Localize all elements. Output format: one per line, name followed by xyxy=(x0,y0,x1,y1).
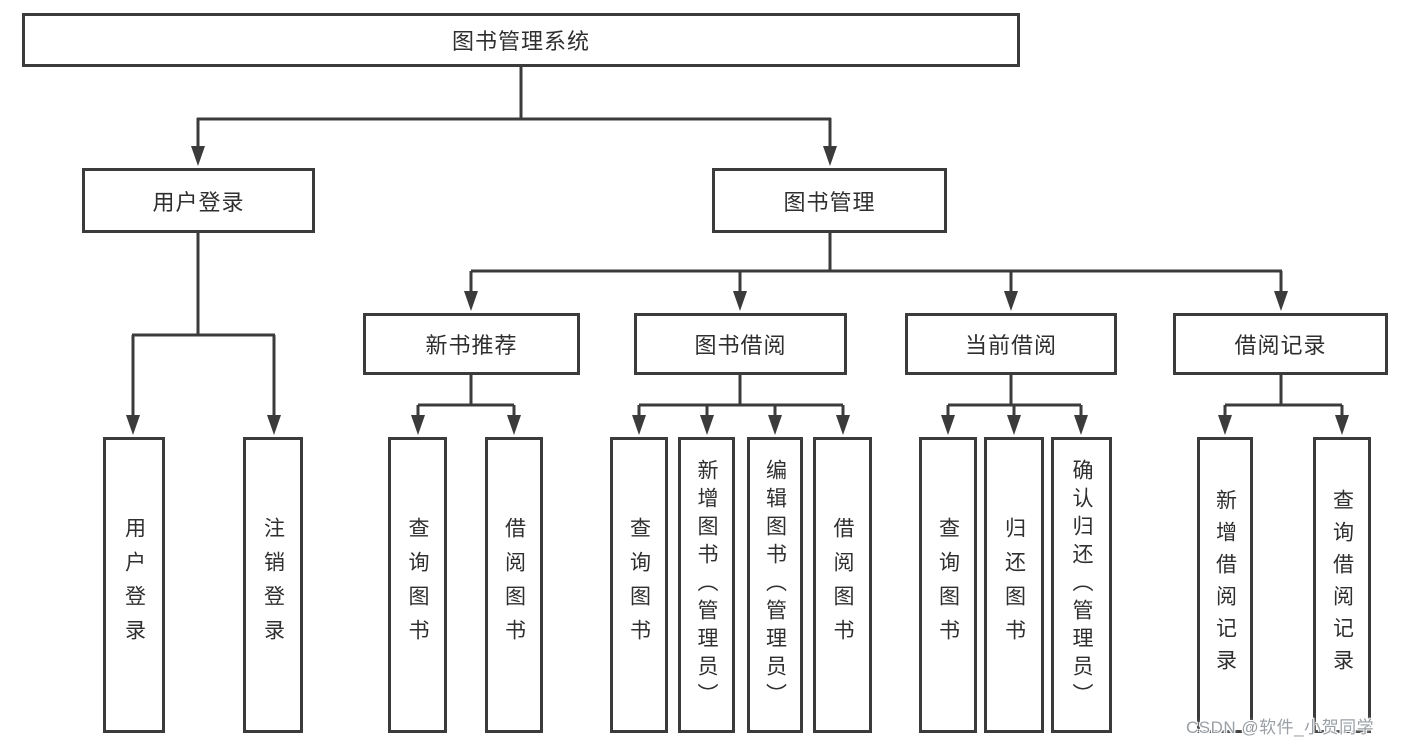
leaf-query-book-recommend: 查询图书 xyxy=(388,437,447,733)
node-book-borrow-label: 图书借阅 xyxy=(694,333,787,358)
leaf-confirm-return-admin-label: 确认归还（管理员） xyxy=(1070,459,1093,711)
leaf-query-book-borrow: 查询图书 xyxy=(610,437,668,733)
arrowhead xyxy=(768,415,782,435)
leaf-user-login: 用户登录 xyxy=(103,437,165,733)
arrowhead xyxy=(267,415,281,435)
leaf-add-book-admin-label: 新增图书（管理员） xyxy=(695,459,718,711)
node-book-borrow: 图书借阅 xyxy=(634,313,847,375)
node-root-label: 图书管理系统 xyxy=(451,29,590,54)
node-current-borrow: 当前借阅 xyxy=(905,313,1117,375)
node-user-login: 用户登录 xyxy=(82,168,315,233)
node-book-management-label: 图书管理 xyxy=(783,189,876,215)
arrowhead xyxy=(632,415,646,435)
leaf-borrow-book: 借阅图书 xyxy=(813,437,872,733)
arrowhead xyxy=(1004,291,1018,311)
arrowhead xyxy=(126,415,140,435)
node-book-management: 图书管理 xyxy=(712,168,947,233)
leaf-query-book-borrow-label: 查询图书 xyxy=(627,517,651,653)
arrowhead xyxy=(733,291,747,311)
arrowhead xyxy=(191,146,205,166)
connector-lines xyxy=(131,67,1344,418)
node-borrow-record: 借阅记录 xyxy=(1173,313,1388,375)
arrowhead xyxy=(941,415,955,435)
leaf-return-book-label: 归还图书 xyxy=(1002,517,1026,653)
arrowhead xyxy=(1007,415,1021,435)
leaf-add-borrow-record: 新增借阅记录 xyxy=(1197,437,1253,733)
arrowhead xyxy=(836,415,850,435)
node-user-login-label: 用户登录 xyxy=(152,189,245,215)
leaf-query-borrow-record: 查询借阅记录 xyxy=(1313,437,1371,733)
leaf-user-login-label: 用户登录 xyxy=(122,517,146,653)
node-borrow-record-label: 借阅记录 xyxy=(1234,333,1327,358)
leaf-confirm-return-admin: 确认归还（管理员） xyxy=(1051,437,1112,733)
node-new-book-recommend: 新书推荐 xyxy=(363,313,580,375)
leaf-logout-label: 注销登录 xyxy=(261,517,285,653)
leaf-query-borrow-record-label: 查询借阅记录 xyxy=(1330,489,1354,681)
node-root: 图书管理系统 xyxy=(22,13,1020,67)
arrowhead xyxy=(700,415,714,435)
node-current-borrow-label: 当前借阅 xyxy=(964,333,1057,358)
arrowhead xyxy=(1218,415,1232,435)
leaf-add-borrow-record-label: 新增借阅记录 xyxy=(1213,489,1237,681)
leaf-borrow-book-recommend: 借阅图书 xyxy=(485,437,543,733)
leaf-edit-book-admin-label: 编辑图书（管理员） xyxy=(763,459,787,711)
leaf-edit-book-admin: 编辑图书（管理员） xyxy=(747,437,803,733)
arrowhead xyxy=(411,415,425,435)
arrowhead xyxy=(1274,291,1288,311)
leaf-query-book-current-label: 查询图书 xyxy=(936,517,960,653)
leaf-query-book-recommend-label: 查询图书 xyxy=(406,517,429,653)
leaf-query-book-current: 查询图书 xyxy=(919,437,977,733)
arrowheads xyxy=(126,146,1349,435)
arrowhead xyxy=(464,291,478,311)
leaf-add-book-admin: 新增图书（管理员） xyxy=(678,437,735,733)
arrowhead xyxy=(823,146,837,166)
leaf-return-book: 归还图书 xyxy=(984,437,1044,733)
arrowhead xyxy=(1335,415,1349,435)
arrowhead xyxy=(1074,415,1088,435)
node-new-book-recommend-label: 新书推荐 xyxy=(425,333,518,358)
leaf-logout: 注销登录 xyxy=(243,437,303,733)
leaf-borrow-book-recommend-label: 借阅图书 xyxy=(502,517,526,653)
arrowhead xyxy=(507,415,521,435)
leaf-borrow-book-label: 借阅图书 xyxy=(831,517,854,653)
csdn-watermark: CSDN @软件_小贺同学 xyxy=(1186,718,1375,737)
